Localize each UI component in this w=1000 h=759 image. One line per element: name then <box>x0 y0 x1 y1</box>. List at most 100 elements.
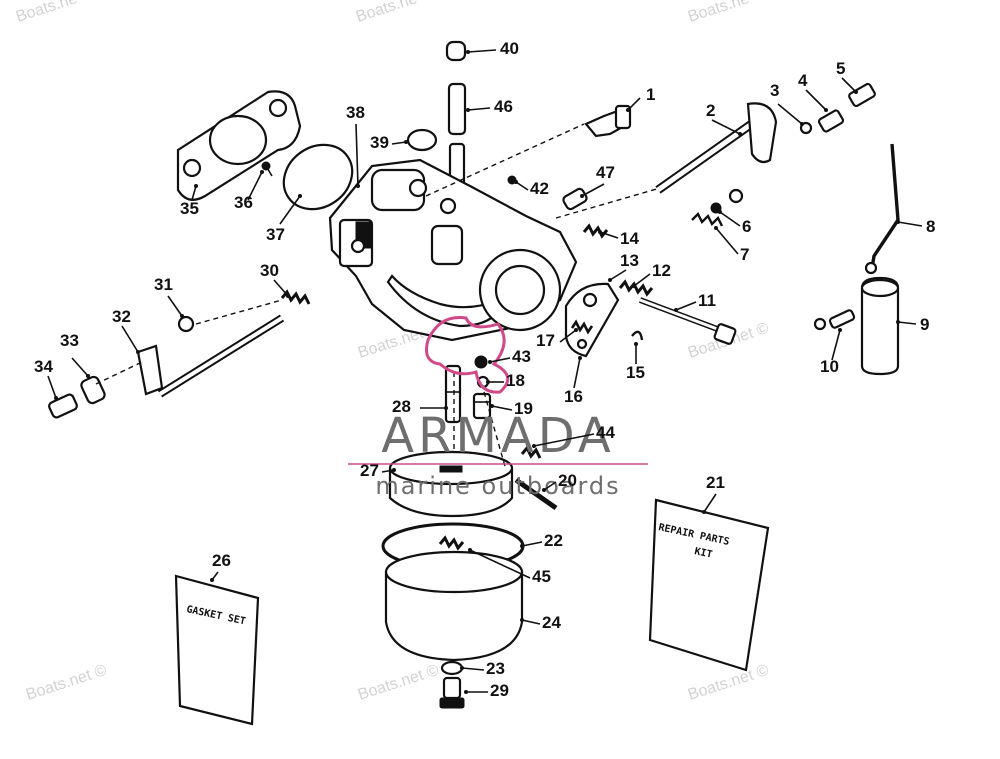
leader-line-19 <box>491 405 513 411</box>
main-jet-part <box>444 364 462 424</box>
gasket-set-card: GASKET SET <box>174 574 260 726</box>
leader-line-32 <box>121 325 139 353</box>
flange-gasket-part <box>176 90 302 201</box>
leader-line-45 <box>469 549 531 579</box>
leader-arrow-28 <box>444 406 448 410</box>
part-label-13: 13 <box>620 251 639 270</box>
leader-arrow-29 <box>464 690 468 694</box>
leader-line-30 <box>273 279 289 297</box>
part-label-27: 27 <box>360 461 379 480</box>
leader-arrow-33 <box>86 374 90 378</box>
part-label-26: 26 <box>212 551 231 570</box>
leader-arrow-43 <box>488 360 492 364</box>
part-label-39: 39 <box>370 133 389 152</box>
leader-line-44 <box>533 433 595 447</box>
leader-line-2 <box>711 119 741 135</box>
float-pin-part <box>828 309 856 329</box>
leader-arrow-44 <box>532 444 536 448</box>
float-spring-part <box>438 535 465 551</box>
leader-arrow-1 <box>626 108 630 112</box>
washer-part <box>813 317 827 331</box>
part-label-17: 17 <box>536 331 555 350</box>
part-label-14: 14 <box>620 229 639 248</box>
drain-plug-part <box>439 676 465 709</box>
leader-line-10 <box>831 329 841 361</box>
leader-line-4 <box>805 89 827 111</box>
leader-line-27 <box>381 469 395 473</box>
top-tube-part <box>445 40 467 192</box>
end-screw-part <box>848 82 876 108</box>
part-label-18: 18 <box>506 371 525 390</box>
bushing-part <box>80 375 106 405</box>
watermark: Boats.net © <box>24 662 109 704</box>
leader-line-34 <box>47 375 57 399</box>
hinge-pin-part <box>514 477 558 511</box>
clip-part <box>631 330 644 341</box>
part-label-29: 29 <box>490 681 509 700</box>
leader-line-13 <box>609 269 627 281</box>
leader-line-5 <box>841 77 857 93</box>
leader-arrow-26 <box>210 578 214 582</box>
leader-arrow-18 <box>486 380 490 384</box>
leader-line-14 <box>599 231 619 239</box>
leader-line-17 <box>559 329 577 343</box>
bowl-cover-part <box>388 450 514 518</box>
part-label-34: 34 <box>34 357 53 376</box>
leader-line-33 <box>71 357 89 377</box>
lever-spring-part <box>570 319 594 335</box>
leader-arrow-21 <box>702 510 706 514</box>
leader-arrow-20 <box>542 488 546 492</box>
leader-arrow-8 <box>896 220 900 224</box>
part-label-2: 2 <box>706 101 715 120</box>
part-label-11: 11 <box>698 291 716 310</box>
leader-line-22 <box>521 541 543 547</box>
leader-line-20 <box>543 481 557 491</box>
part-label-45: 45 <box>532 567 551 586</box>
leader-arrow-7 <box>714 226 718 230</box>
leader-line-3 <box>777 103 803 125</box>
leader-arrow-3 <box>800 122 804 126</box>
washer-part <box>799 121 813 135</box>
adjust-spring-part <box>618 279 654 297</box>
drain-washer-part <box>440 660 464 676</box>
leader-line-38 <box>355 123 359 187</box>
leader-line-16 <box>573 357 581 389</box>
leader-arrow-2 <box>738 132 742 136</box>
leader-arrow-19 <box>490 404 494 408</box>
throttle-screw-part <box>817 109 845 133</box>
leader-arrow-37 <box>298 194 302 198</box>
fuel-fitting-part <box>584 104 632 138</box>
part-label-15: 15 <box>626 363 645 382</box>
part-label-40: 40 <box>500 39 519 58</box>
leader-line-40 <box>467 49 497 53</box>
link-rod-part <box>870 143 900 269</box>
leader-arrow-14 <box>598 230 602 234</box>
jet-part <box>562 187 588 211</box>
leader-arrow-31 <box>180 314 184 318</box>
leader-line-7 <box>715 227 739 255</box>
leader-arrow-24 <box>520 618 524 622</box>
plug-part <box>406 128 438 152</box>
part-label-37: 37 <box>266 225 285 244</box>
leader-arrow-10 <box>838 328 842 332</box>
leader-arrow-30 <box>286 294 290 298</box>
part-label-47: 47 <box>596 163 615 182</box>
part-label-30: 30 <box>260 261 279 280</box>
leader-arrow-34 <box>54 396 58 400</box>
washer-part <box>728 188 744 204</box>
repair-kit-subtitle: KIT <box>693 546 713 561</box>
leader-line-6 <box>719 211 741 227</box>
leader-arrow-45 <box>468 548 472 552</box>
leader-line-8 <box>897 221 923 227</box>
idle-spring-part <box>582 223 609 239</box>
brand-logo: ARMADA marine outboards <box>348 315 648 500</box>
part-label-43: 43 <box>512 347 531 366</box>
watermark: Boats.net © <box>686 662 771 704</box>
part-label-46: 46 <box>494 97 513 116</box>
leader-line-35 <box>191 185 197 201</box>
leader-arrow-42 <box>514 180 518 184</box>
leader-arrow-22 <box>520 544 524 548</box>
brand-name: ARMADA <box>381 408 614 464</box>
leader-arrow-11 <box>674 308 678 312</box>
float-bowl-part <box>384 550 524 662</box>
